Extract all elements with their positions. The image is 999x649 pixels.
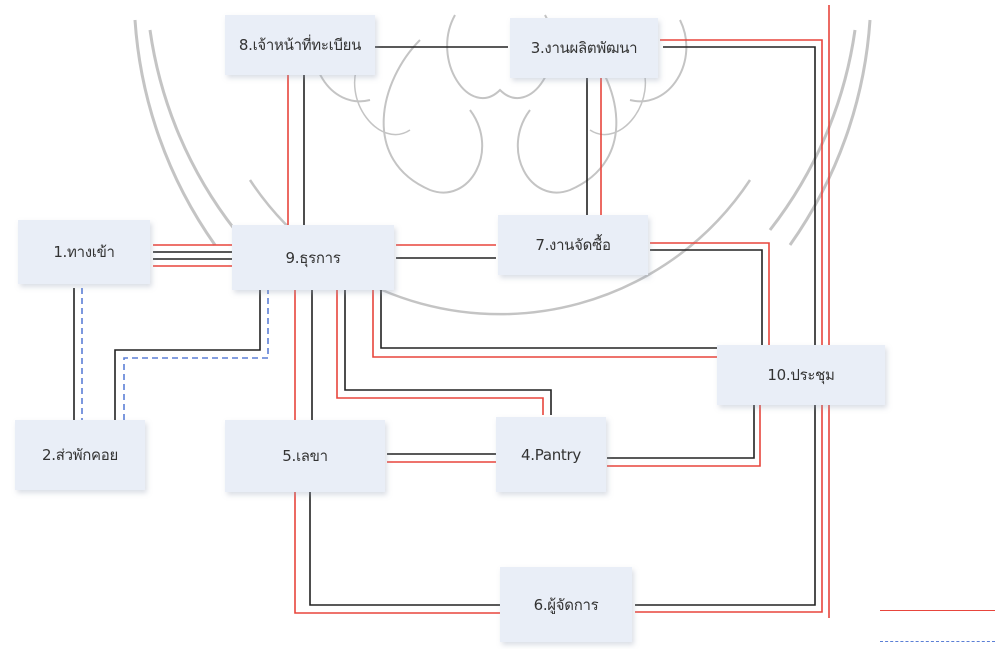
node-production-development-label: 3.งานผลิตพัฒนา [530, 39, 638, 57]
node-registrar: 8.เจ้าหน้าที่ทะเบียน [225, 15, 375, 75]
link-pantry-meeting-red [607, 405, 761, 467]
link-production-manager-black [635, 46, 816, 606]
node-purchasing-label: 7.งานจัดซื้อ [535, 236, 611, 254]
node-waiting-area: 2.ส่วพักคอย [15, 420, 145, 490]
link-purchasing-meeting-red [650, 242, 770, 345]
node-pantry-label: 4.Pantry [521, 445, 581, 464]
legend-red-solid-line [880, 610, 995, 611]
node-manager: 6.ผู้จัดการ [500, 567, 632, 642]
link-purchasing-meeting-black [650, 249, 763, 345]
node-administration: 9.ธุรการ [232, 225, 394, 290]
node-administration-label: 9.ธุรการ [285, 248, 341, 267]
node-pantry: 4.Pantry [496, 417, 606, 492]
link-admin-meeting-red [372, 290, 717, 358]
link-admin-pantry-red [336, 290, 544, 415]
link-waiting-admin-blue [123, 290, 269, 420]
link-secretary-manager-red [294, 490, 500, 614]
node-secretary-label: 5.เลขา [282, 447, 328, 465]
link-pantry-meeting-black [607, 405, 755, 459]
node-meeting: 10.ประชุม [717, 345, 885, 405]
node-meeting-label: 10.ประชุม [767, 366, 835, 384]
link-production-manager-red [635, 39, 823, 613]
link-admin-meeting-black [380, 290, 717, 349]
node-manager-label: 6.ผู้จัดการ [533, 595, 599, 614]
node-entrance-label: 1.ทางเข้า [53, 243, 115, 261]
node-production-development: 3.งานผลิตพัฒนา [510, 18, 658, 78]
link-waiting-admin-black [114, 290, 261, 420]
link-secretary-manager-black [309, 490, 500, 606]
node-registrar-label: 8.เจ้าหน้าที่ทะเบียน [238, 36, 362, 54]
link-admin-pantry-black [344, 290, 552, 415]
node-purchasing: 7.งานจัดซื้อ [498, 215, 648, 275]
legend-blue-dashed-line [880, 641, 995, 642]
node-secretary: 5.เลขา [225, 420, 385, 492]
node-entrance: 1.ทางเข้า [18, 220, 150, 284]
node-waiting-area-label: 2.ส่วพักคอย [42, 446, 118, 464]
